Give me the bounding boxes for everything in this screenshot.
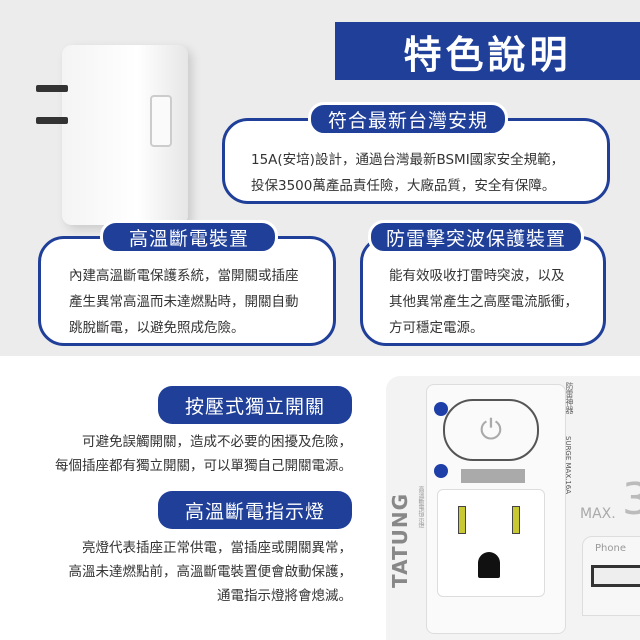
wall-adapter-image: [36, 45, 188, 225]
indicator-light: [461, 469, 525, 483]
power-icon: ⏻: [443, 399, 539, 461]
feature-label: 防雷擊突波保護裝置: [368, 220, 584, 254]
feature-text: 每個插座都有獨立開關，可以單獨自己開關電源。: [55, 458, 352, 474]
feature-text: 高溫未達燃點前，高溫斷電裝置便會啟動保護，: [68, 564, 353, 580]
feature-text: 通電指示燈將會熄滅。: [217, 588, 352, 604]
plug-prong: [36, 85, 68, 92]
feature-text: 投保3500萬產品責任險，大廠品質，安全有保障。: [251, 178, 556, 194]
page-title: 特色說明: [335, 22, 640, 80]
socket-slot: [512, 506, 520, 534]
feature-label: 符合最新台灣安規: [308, 102, 508, 136]
surge-label: 防雷神器: [565, 382, 574, 414]
surge-spec: SURGE MAX.16A: [564, 436, 572, 495]
socket-slot: [458, 506, 466, 534]
feature-label: 高溫斷電指示燈: [158, 491, 352, 529]
indicator-label: 高溫斷電指示燈: [417, 486, 424, 528]
feature-text: 內建高溫斷電保護系統，當開關或插座: [69, 268, 299, 284]
plug-prong: [36, 117, 68, 124]
outlet-panel: ⏻: [426, 384, 566, 634]
usb-current: 3: [622, 474, 640, 525]
feature-text: 可避免誤觸開關，造成不必要的困擾及危險，: [82, 434, 352, 450]
feature-text-indicator: 亮燈代表插座正常供電，當插座或開關異常， 高溫未達燃點前，高溫斷電裝置便會啟動保…: [69, 536, 353, 608]
feature-text: 15A(安培)設計，通過台灣最新BSMI國家安全規範，: [251, 152, 565, 168]
usb-port-label: Phone: [595, 543, 626, 554]
plug-socket: [150, 95, 172, 147]
usb-max-label: MAX.: [580, 506, 616, 522]
feature-text-switch: 可避免誤觸開關，造成不必要的困擾及危險， 每個插座都有獨立開關，可以單獨自己開關…: [55, 430, 352, 478]
feature-text: 亮燈代表插座正常供電，當插座或開關異常，: [82, 540, 352, 556]
ground-hole: [478, 552, 500, 578]
feature-text: 能有效吸收打雷時突波，以及: [389, 268, 565, 284]
feature-label: 按壓式獨立開關: [158, 386, 352, 424]
feature-text: 產生異常高溫而未達燃點時，開關自動: [69, 294, 299, 310]
brand-logo: TATUNG: [388, 492, 412, 588]
feature-text: 其他異常產生之高壓電流脈衝，: [389, 294, 578, 310]
feature-text: 方可穩定電源。: [389, 320, 484, 336]
callout-dot: [434, 464, 448, 478]
power-strip-image: TATUNG ⏻ 高溫斷電指示燈 防雷神器 SURGE MAX.16A MAX.…: [386, 376, 640, 640]
callout-dot: [434, 402, 448, 416]
usb-port: [591, 565, 640, 587]
usb-area: Phone: [582, 536, 640, 616]
feature-label: 高溫斷電裝置: [100, 220, 278, 254]
socket: [437, 489, 545, 597]
feature-text: 跳脫斷電，以避免照成危險。: [69, 320, 245, 336]
